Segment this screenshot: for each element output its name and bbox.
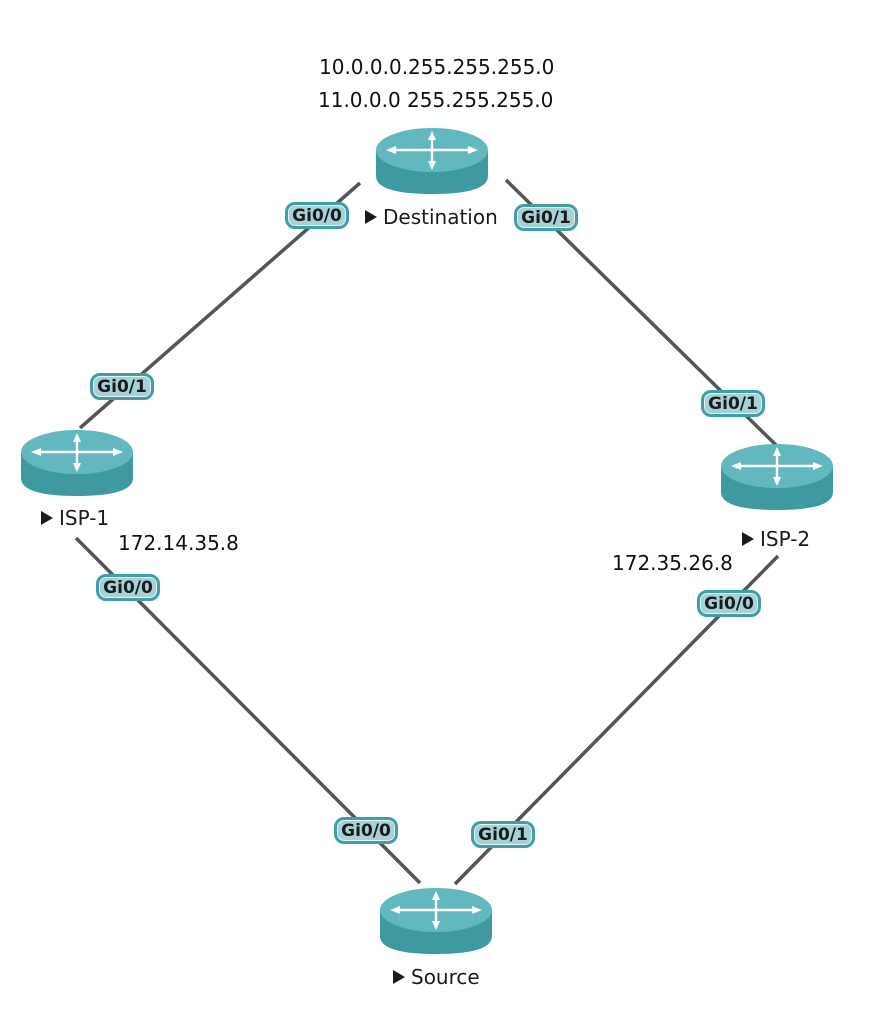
expand-arrow-icon bbox=[393, 970, 405, 984]
expand-arrow-icon bbox=[742, 532, 754, 546]
isp2-label-text: ISP-2 bbox=[760, 527, 811, 551]
expand-arrow-icon bbox=[41, 511, 53, 525]
isp2-label[interactable]: ISP-2 bbox=[742, 527, 810, 551]
isp1-label-text: ISP-1 bbox=[59, 506, 110, 530]
port-source-gi01[interactable]: Gi0/1 bbox=[471, 821, 535, 848]
route-label-line2: 11.0.0.0 255.255.255.0 bbox=[318, 88, 554, 112]
router-isp2-icon[interactable] bbox=[719, 442, 835, 512]
isp1-label[interactable]: ISP-1 bbox=[41, 506, 109, 530]
router-isp1-icon[interactable] bbox=[19, 428, 135, 498]
port-isp1-gi01[interactable]: Gi0/1 bbox=[90, 373, 154, 400]
port-isp2-gi01[interactable]: Gi0/1 bbox=[701, 390, 765, 417]
source-label[interactable]: Source bbox=[393, 965, 480, 989]
route-label-line1: 10.0.0.0.255.255.255.0 bbox=[319, 55, 555, 79]
port-source-gi00[interactable]: Gi0/0 bbox=[334, 817, 398, 844]
destination-label-text: Destination bbox=[383, 205, 498, 229]
isp1-address: 172.14.35.8 bbox=[118, 531, 239, 555]
destination-label[interactable]: Destination bbox=[365, 205, 498, 229]
source-label-text: Source bbox=[411, 965, 480, 989]
port-isp2-gi00[interactable]: Gi0/0 bbox=[697, 590, 761, 617]
port-isp1-gi00[interactable]: Gi0/0 bbox=[96, 574, 160, 601]
port-destination-gi01[interactable]: Gi0/1 bbox=[514, 204, 578, 231]
port-destination-gi00[interactable]: Gi0/0 bbox=[285, 202, 349, 229]
isp2-address: 172.35.26.8 bbox=[612, 551, 733, 575]
router-source-icon[interactable] bbox=[378, 886, 494, 956]
router-destination-icon[interactable] bbox=[374, 126, 490, 196]
expand-arrow-icon bbox=[365, 210, 377, 224]
